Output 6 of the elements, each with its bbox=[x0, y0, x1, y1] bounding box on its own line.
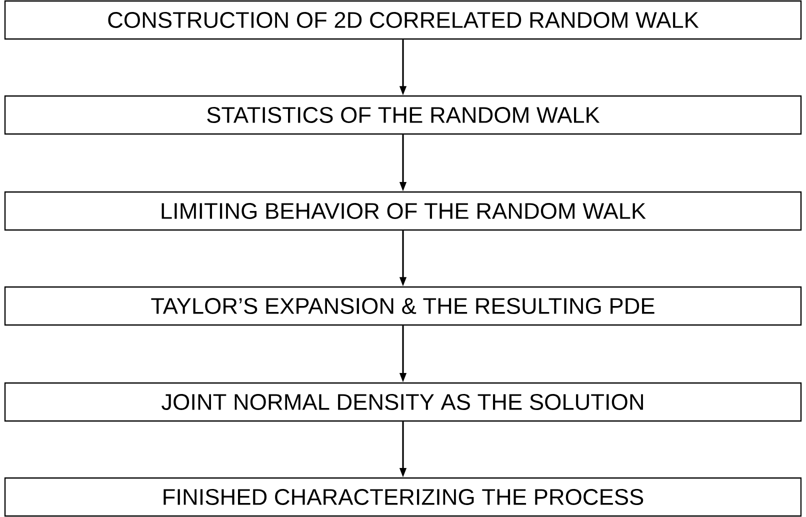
process-box: CONSTRUCTION OF 2D CORRELATED RANDOM WALK bbox=[4, 0, 802, 40]
process-box: FINISHED CHARACTERIZING THE PROCESS bbox=[4, 477, 802, 517]
process-box: TAYLOR’S EXPANSION & THE RESULTING PDE bbox=[4, 286, 802, 326]
process-box: LIMITING BEHAVIOR OF THE RANDOM WALK bbox=[4, 191, 802, 231]
process-box: STATISTICS OF THE RANDOM WALK bbox=[4, 95, 802, 135]
process-box: JOINT NORMAL DENSITY AS THE SOLUTION bbox=[4, 382, 802, 422]
